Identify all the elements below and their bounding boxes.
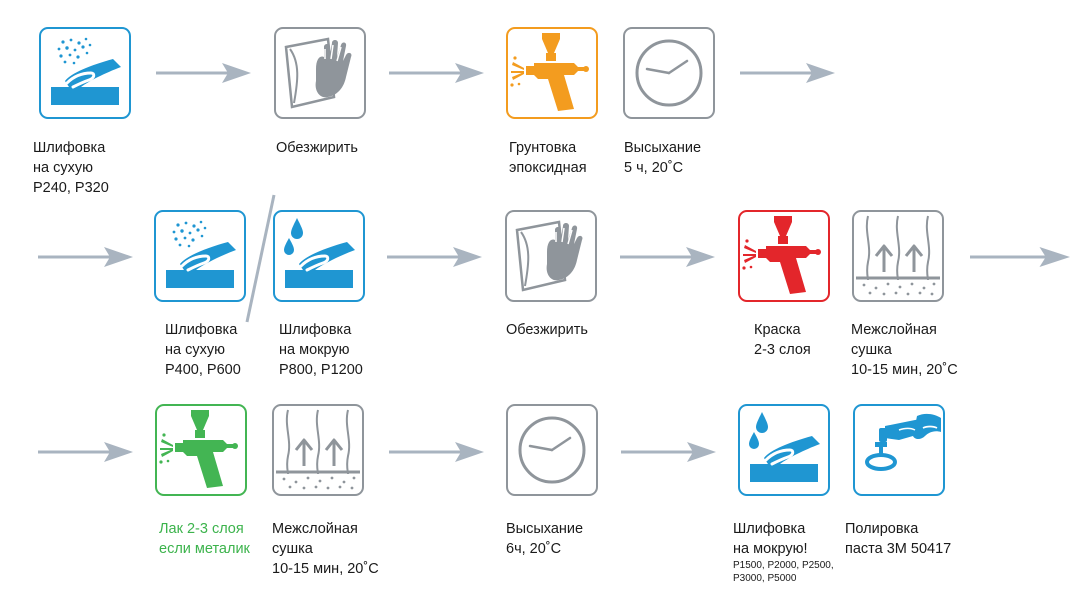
spray-gun-icon: [506, 27, 598, 119]
flow-arrow: [387, 245, 482, 269]
degrease-hand-icon: [274, 27, 366, 119]
polishing-icon: [853, 404, 945, 496]
clock-icon: [506, 404, 598, 496]
step-degrease-2: Обезжирить: [506, 322, 588, 338]
flow-arrow: [970, 245, 1070, 269]
flash-off-drying-icon: [272, 404, 364, 496]
wet-sanding-icon: [738, 404, 830, 496]
dry-sanding-icon: [39, 27, 131, 119]
spray-gun-icon: [155, 404, 247, 496]
spray-gun-icon: [738, 210, 830, 302]
wet-sanding-icon: [273, 210, 365, 302]
dry-sanding-icon: [154, 210, 246, 302]
flow-arrow: [38, 440, 133, 464]
flow-arrow: [620, 245, 715, 269]
flash-off-drying-icon: [852, 210, 944, 302]
step-degrease-1: Обезжирить: [276, 140, 358, 156]
degrease-hand-icon: [505, 210, 597, 302]
clock-icon: [623, 27, 715, 119]
flow-arrow: [389, 440, 484, 464]
flow-arrow: [621, 440, 716, 464]
